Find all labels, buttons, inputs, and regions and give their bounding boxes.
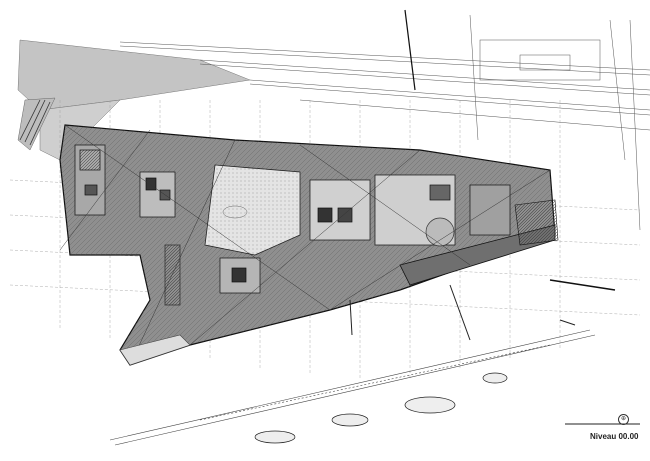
courtyard (204, 164, 301, 256)
interior-rooms (74, 144, 511, 294)
east-wing (399, 199, 616, 291)
promenade (109, 329, 596, 446)
roof-diagonals (59, 124, 551, 366)
left-ramps (19, 99, 181, 306)
north-arrow-icon: ⊕ (618, 414, 629, 425)
boat-pods (254, 372, 508, 444)
level-label: Niveau 00.00 (590, 432, 639, 441)
piers (349, 284, 576, 341)
railway-tracks (119, 9, 650, 231)
